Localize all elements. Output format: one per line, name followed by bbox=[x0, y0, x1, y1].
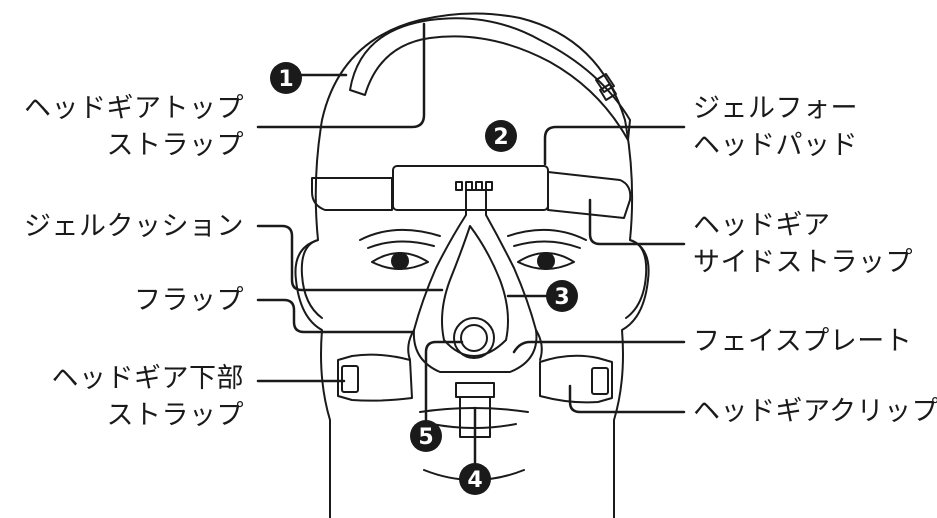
marker-number: 3 bbox=[554, 285, 569, 310]
marker-5: 5 bbox=[410, 420, 442, 452]
head-outline bbox=[295, 13, 648, 518]
label-line: サイドストラップ bbox=[693, 244, 913, 281]
right-lower-strap-shape bbox=[540, 356, 612, 403]
marker-number: 2 bbox=[493, 125, 508, 150]
label-headgear-side-strap: ヘッドギア サイドストラップ bbox=[693, 207, 913, 281]
marker-number: 1 bbox=[278, 67, 293, 92]
forehead-pad-shape bbox=[393, 166, 548, 210]
label-headgear-top-strap: ヘッドギアトップ ストラップ bbox=[24, 90, 244, 164]
top-strap-shape bbox=[350, 18, 630, 140]
left-side-strap-shape bbox=[312, 178, 392, 210]
marker-number: 5 bbox=[418, 425, 433, 450]
right-ear bbox=[626, 240, 646, 318]
marker-1: 1 bbox=[270, 62, 302, 94]
label-line: ジェルフォー bbox=[693, 90, 858, 127]
label-line: ストラップ bbox=[52, 397, 245, 434]
label-line: ヘッドギアトップ bbox=[24, 90, 244, 127]
label-gel-forehead-pad: ジェルフォー ヘッドパッド bbox=[693, 90, 858, 164]
label-gel-cushion: ジェルクッション bbox=[24, 208, 244, 245]
marker-4: 4 bbox=[459, 463, 491, 495]
faceplate-shape bbox=[414, 190, 537, 372]
marker-number: 4 bbox=[467, 468, 482, 493]
cushion-inner bbox=[442, 226, 508, 356]
left-lower-strap-shape bbox=[338, 355, 412, 401]
marker-2: 2 bbox=[485, 120, 517, 152]
label-faceplate: フェイスプレート bbox=[693, 323, 912, 360]
marker-3: 3 bbox=[546, 280, 578, 312]
tube-connector bbox=[456, 383, 494, 397]
label-headgear-clip: ヘッドギアクリップ bbox=[693, 393, 937, 430]
label-headgear-lower-strap: ヘッドギア下部 ストラップ bbox=[52, 360, 245, 434]
label-line: ストラップ bbox=[24, 127, 244, 164]
left-ear bbox=[302, 240, 322, 318]
label-line: ヘッドギア bbox=[693, 207, 913, 244]
label-line: ヘッドギア下部 bbox=[52, 360, 245, 397]
label-flap: フラップ bbox=[134, 282, 244, 319]
label-line: ヘッドパッド bbox=[693, 127, 858, 164]
